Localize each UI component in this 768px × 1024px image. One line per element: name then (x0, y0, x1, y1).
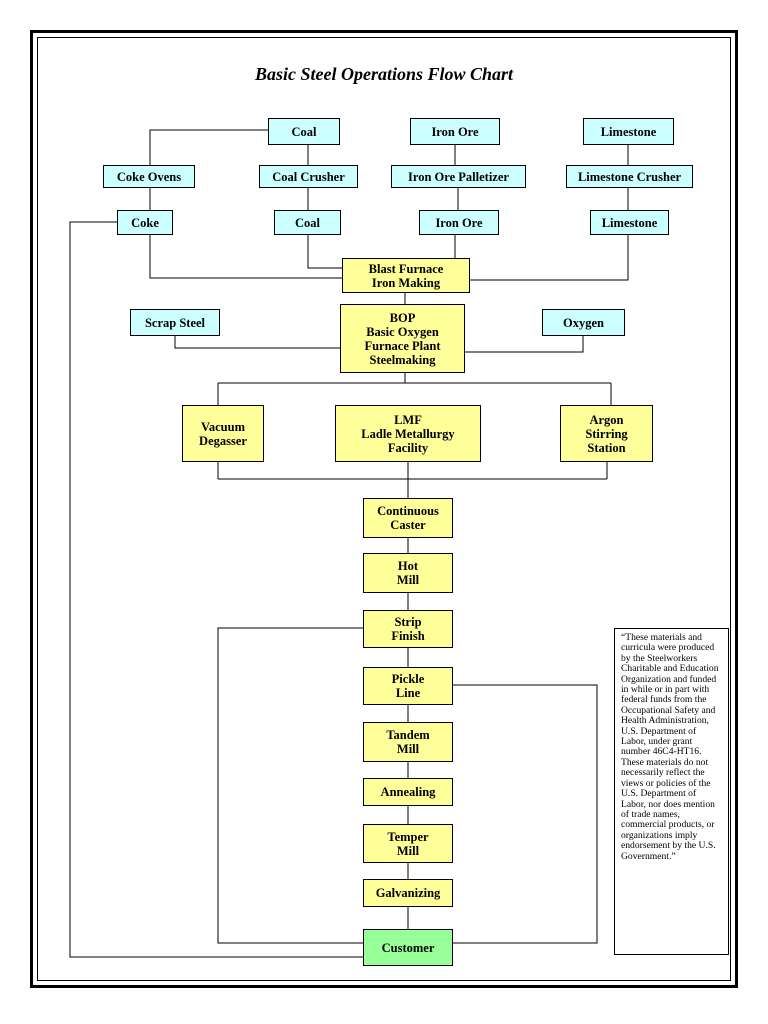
connector-strip-to-customer (217, 627, 363, 944)
connector-oxygen-to-bop (465, 336, 584, 353)
disclaimer-note: “These materials and curricula were prod… (614, 628, 729, 955)
node-iron-ore-prepared: Iron Ore (419, 210, 499, 235)
node-bop: BOP Basic Oxygen Furnace Plant Steelmaki… (340, 304, 465, 373)
connector-coal-to-blast-furnace (307, 235, 342, 269)
node-iron-ore-source: Iron Ore (410, 118, 500, 145)
node-coke-ovens: Coke Ovens (103, 165, 195, 188)
node-vacuum-degasser: Vacuum Degasser (182, 405, 264, 462)
node-customer: Customer (363, 929, 453, 966)
node-coal-source: Coal (268, 118, 340, 145)
connector-coke-to-blast-furnace (149, 235, 342, 279)
node-annealing: Annealing (363, 778, 453, 806)
connector-pickle-to-customer (453, 684, 598, 944)
node-blast-furnace: Blast Furnace Iron Making (342, 258, 470, 293)
connector-coke-to-customer (69, 221, 363, 958)
node-temper-mill: Temper Mill (363, 824, 453, 863)
node-iron-ore-palletizer: Iron Ore Palletizer (391, 165, 526, 188)
connector-limestone-to-blast-furnace (470, 235, 629, 281)
page-title: Basic Steel Operations Flow Chart (254, 64, 514, 84)
node-scrap-steel: Scrap Steel (130, 309, 220, 336)
node-lmf: LMF Ladle Metallurgy Facility (335, 405, 481, 462)
node-strip-finish: Strip Finish (363, 610, 453, 648)
node-limestone-crusher: Limestone Crusher (566, 165, 693, 188)
node-oxygen: Oxygen (542, 309, 625, 336)
node-coal-crusher: Coal Crusher (259, 165, 358, 188)
page-border-inner (37, 37, 731, 981)
node-argon-stirring: Argon Stirring Station (560, 405, 653, 462)
connector-scrap-to-bop (174, 336, 340, 349)
node-coal-prepared: Coal (274, 210, 341, 235)
node-coke: Coke (117, 210, 173, 235)
node-pickle-line: Pickle Line (363, 667, 453, 705)
node-continuous-caster: Continuous Caster (363, 498, 453, 538)
node-tandem-mill: Tandem Mill (363, 722, 453, 762)
page-border-outer (30, 30, 738, 988)
node-limestone-source: Limestone (583, 118, 674, 145)
node-galvanizing: Galvanizing (363, 879, 453, 907)
node-hot-mill: Hot Mill (363, 553, 453, 593)
connector-coal-to-coke-ovens (149, 129, 268, 165)
node-limestone-prepared: Limestone (590, 210, 669, 235)
